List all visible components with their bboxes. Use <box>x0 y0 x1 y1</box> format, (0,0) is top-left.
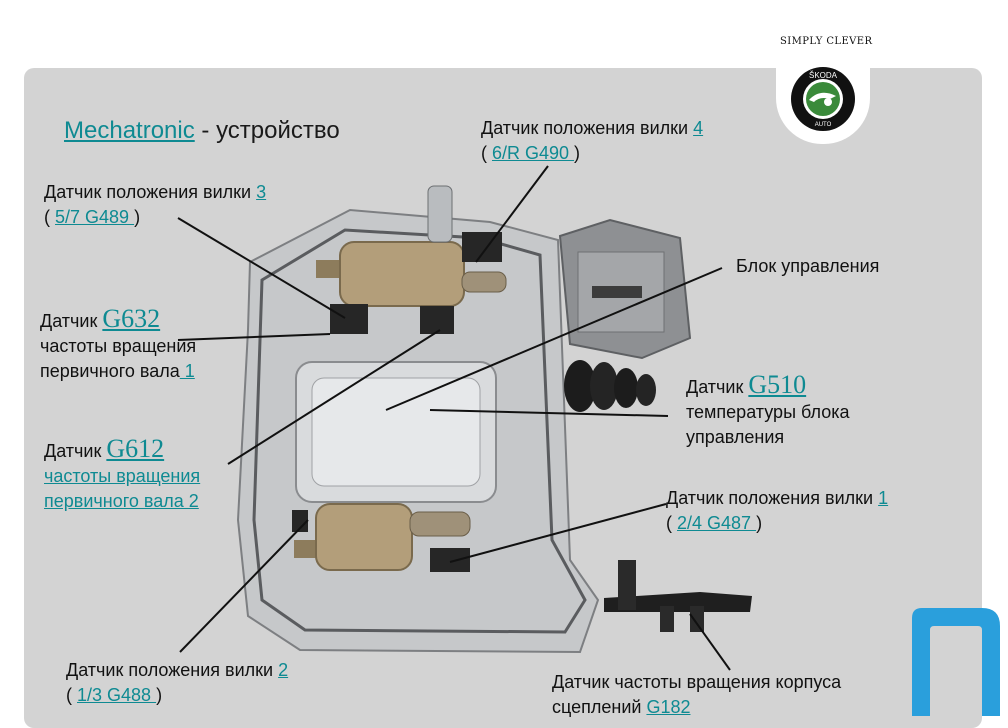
label-fork4: Датчик положения вилки 4 ( 6/R G490 ) <box>481 116 703 166</box>
label-ecu: Блок управления <box>736 256 880 276</box>
g182-line1: Датчик частоты вращения корпуса <box>552 672 842 692</box>
upper-solenoid <box>316 185 507 307</box>
fork4-text: Датчик положения вилки <box>481 118 694 138</box>
lower-solenoid <box>294 503 471 571</box>
g510-line3: управления <box>686 427 785 447</box>
fork1-code-link[interactable]: 2/4 G487 <box>677 513 757 533</box>
g632-line2: частоты вращения <box>40 336 197 356</box>
logo-brand-word: ŠKODA <box>809 71 838 80</box>
fork4-close: ) <box>574 143 581 163</box>
fork2-text: Датчик положения вилки <box>66 660 279 680</box>
leader-lines <box>177 165 731 671</box>
fork1-num-link[interactable]: 1 <box>878 488 889 508</box>
fork1-text: Датчик положения вилки <box>666 488 879 508</box>
title-rest: - устройство <box>194 117 340 144</box>
title-link[interactable]: Mechatronic <box>64 117 195 144</box>
g632-line3: первичного вала <box>40 361 180 381</box>
label-g632: Датчик G632 частоты вращения первичного … <box>40 306 196 384</box>
brand-tagline: SIMPLY CLEVER <box>780 36 873 47</box>
fork3-num-link[interactable]: 3 <box>256 182 267 202</box>
fork2-open: ( <box>66 685 77 705</box>
label-g510: Датчик G510 температуры блока управления <box>686 372 850 450</box>
leader-fork1 <box>449 503 667 563</box>
fork4-num-link[interactable]: 4 <box>693 118 704 138</box>
g510-line2: температуры блока <box>686 402 850 422</box>
g510-prefix: Датчик <box>686 377 749 397</box>
g632-num-link[interactable]: 1 <box>179 361 195 381</box>
fork4-open: ( <box>481 143 492 163</box>
label-g182: Датчик частоты вращения корпуса сцеплени… <box>552 670 841 720</box>
g612-code-link[interactable]: G612 <box>106 434 165 463</box>
leader-g182 <box>689 613 731 671</box>
fork4-code-link[interactable]: 6/R G490 <box>492 143 575 163</box>
fork2-num-link[interactable]: 2 <box>278 660 289 680</box>
fork3-code-link[interactable]: 5/7 G489 <box>55 207 135 227</box>
label-fork2: Датчик положения вилки 2 ( 1/3 G488 ) <box>66 658 288 708</box>
leader-fork2 <box>179 519 309 653</box>
fork3-open: ( <box>44 207 55 227</box>
leader-g632 <box>177 333 331 341</box>
g612-line2-link[interactable]: частоты вращения <box>44 466 201 486</box>
g612-line3-link[interactable]: первичного вала 2 <box>44 491 199 511</box>
leader-ecu <box>385 267 723 411</box>
g612-prefix: Датчик <box>44 441 107 461</box>
leader-fork3 <box>177 217 346 319</box>
skoda-logo: ŠKODA AUTO <box>791 67 855 131</box>
fork1-open: ( <box>666 513 677 533</box>
clutch-speed-sensor <box>604 560 752 632</box>
page-title: Mechatronic - устройство <box>64 117 340 145</box>
leader-g510 <box>429 409 669 417</box>
fork2-code-link[interactable]: 1/3 G488 <box>77 685 157 705</box>
fork2-close: ) <box>156 685 163 705</box>
fork3-text: Датчик положения вилки <box>44 182 257 202</box>
g510-code-link[interactable]: G510 <box>748 370 807 399</box>
g182-line2: сцеплений <box>552 697 647 717</box>
label-fork3: Датчик положения вилки 3 ( 5/7 G489 ) <box>44 180 266 230</box>
housing-seal-outline <box>252 228 587 634</box>
g182-code-link[interactable]: G182 <box>646 697 691 717</box>
bellows-actuator <box>564 360 656 412</box>
fork1-close: ) <box>756 513 763 533</box>
corner-logo-icon <box>912 608 1000 716</box>
leader-g612 <box>227 329 441 465</box>
g632-code-link[interactable]: G632 <box>102 304 161 333</box>
chamber-inner <box>311 377 481 487</box>
g632-prefix: Датчик <box>40 311 103 331</box>
sensor-modules <box>292 232 502 572</box>
logo-auto-word: AUTO <box>815 122 832 128</box>
fork3-close: ) <box>134 207 141 227</box>
label-fork1: Датчик положения вилки 1 ( 2/4 G487 ) <box>666 486 888 536</box>
leader-fork4 <box>475 165 549 263</box>
label-g612: Датчик G612 частоты вращения первичного … <box>44 436 200 514</box>
